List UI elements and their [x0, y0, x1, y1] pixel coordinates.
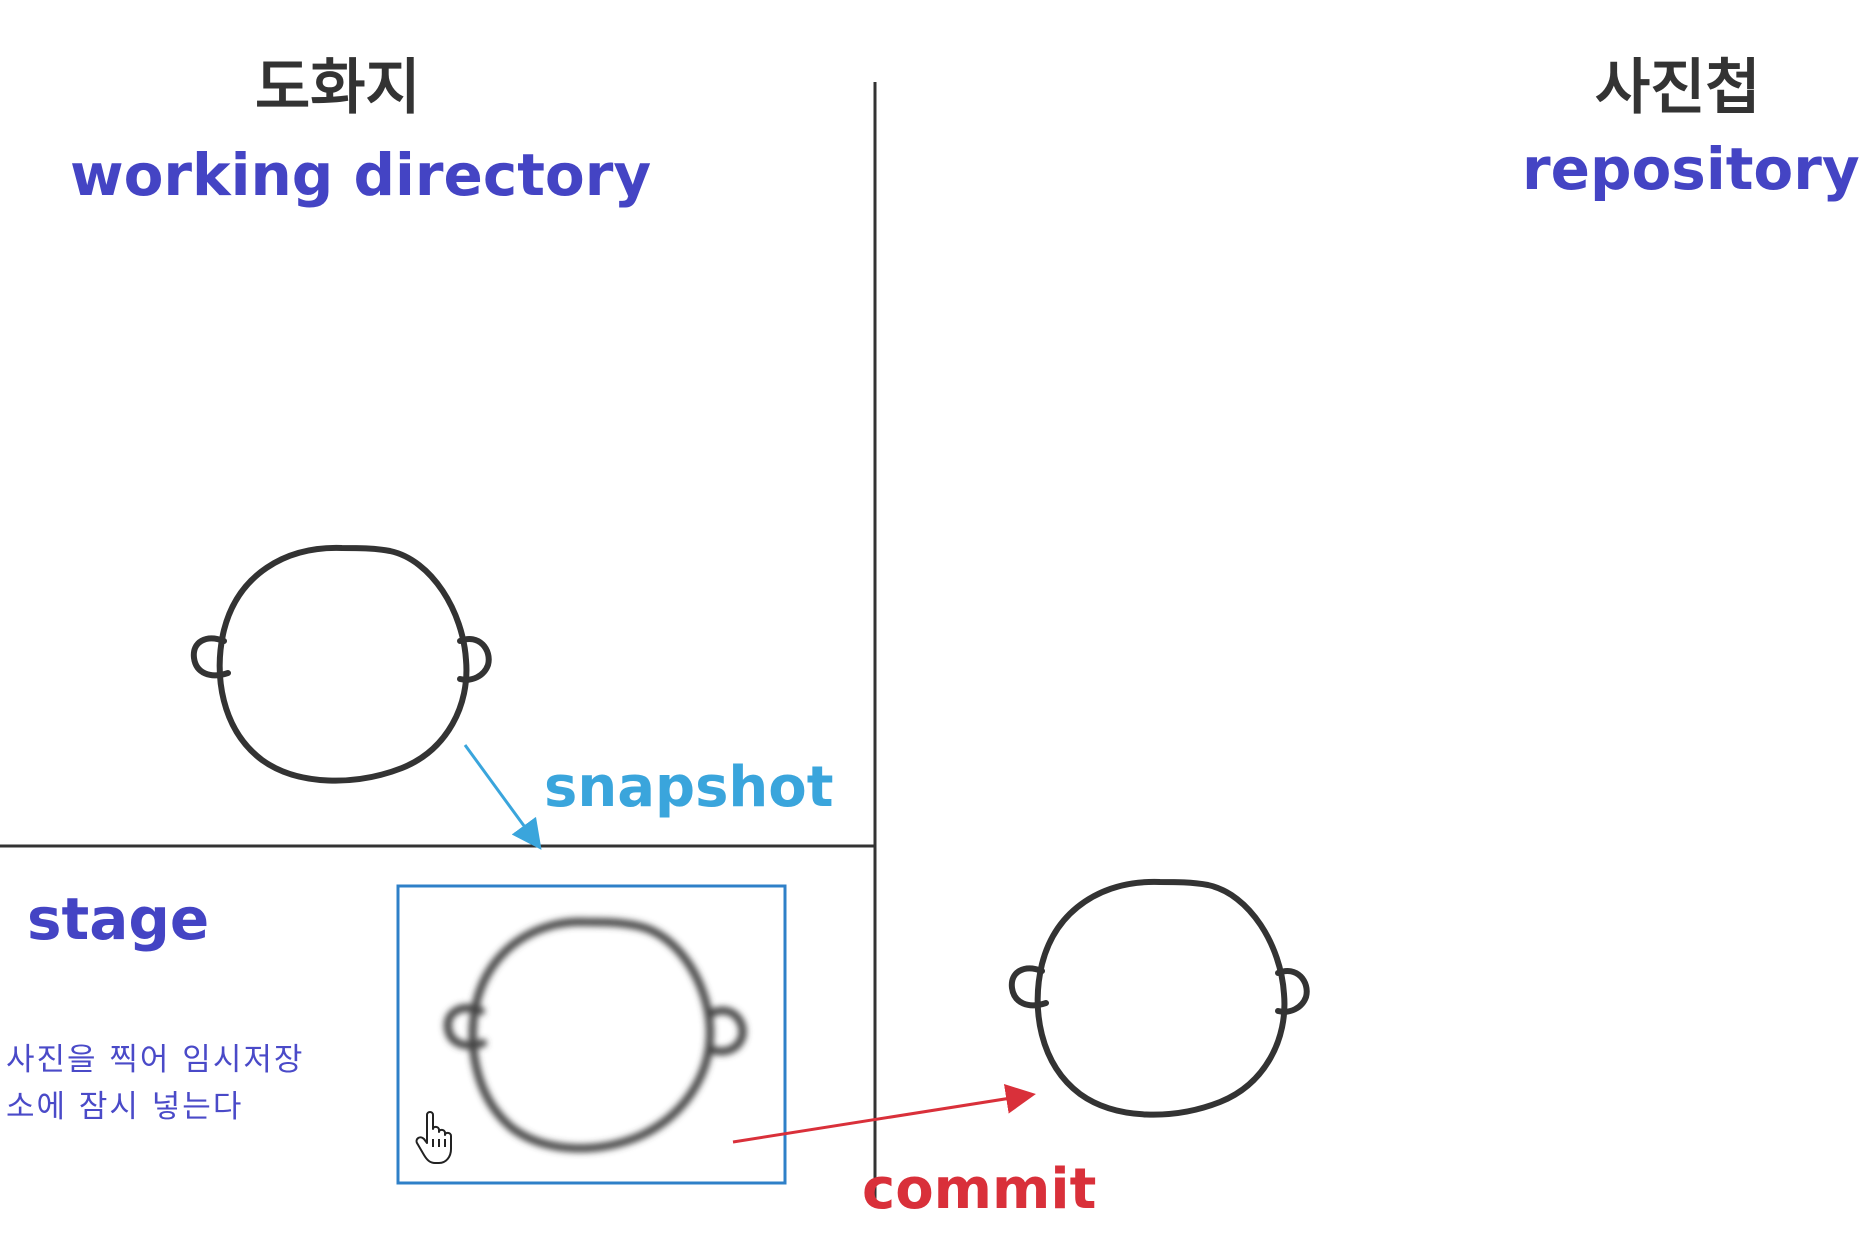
face-drawing-repository [1008, 878, 1310, 1118]
stage-description-line-2: 소에 잠시 넣는다 [6, 1089, 244, 1125]
working-directory-korean-title: 도화지 [255, 53, 421, 123]
repository-title: repository [1522, 135, 1860, 203]
stage-description-line-1: 사진을 찍어 임시저장 [6, 1042, 305, 1078]
working-directory-title: working directory [70, 141, 652, 209]
commit-label: commit [862, 1157, 1097, 1222]
stage-title: stage [27, 885, 210, 953]
snapshot-label: snapshot [544, 755, 834, 820]
hand-cursor-icon [415, 1111, 452, 1164]
face-drawing-working [190, 544, 492, 784]
face-snapshot-blurred [443, 917, 747, 1153]
snapshot-arrow [463, 744, 542, 850]
repository-korean-title: 사진첩 [1595, 53, 1761, 123]
commit-arrow [732, 1083, 1036, 1144]
stage-snapshot-box [396, 884, 787, 1185]
